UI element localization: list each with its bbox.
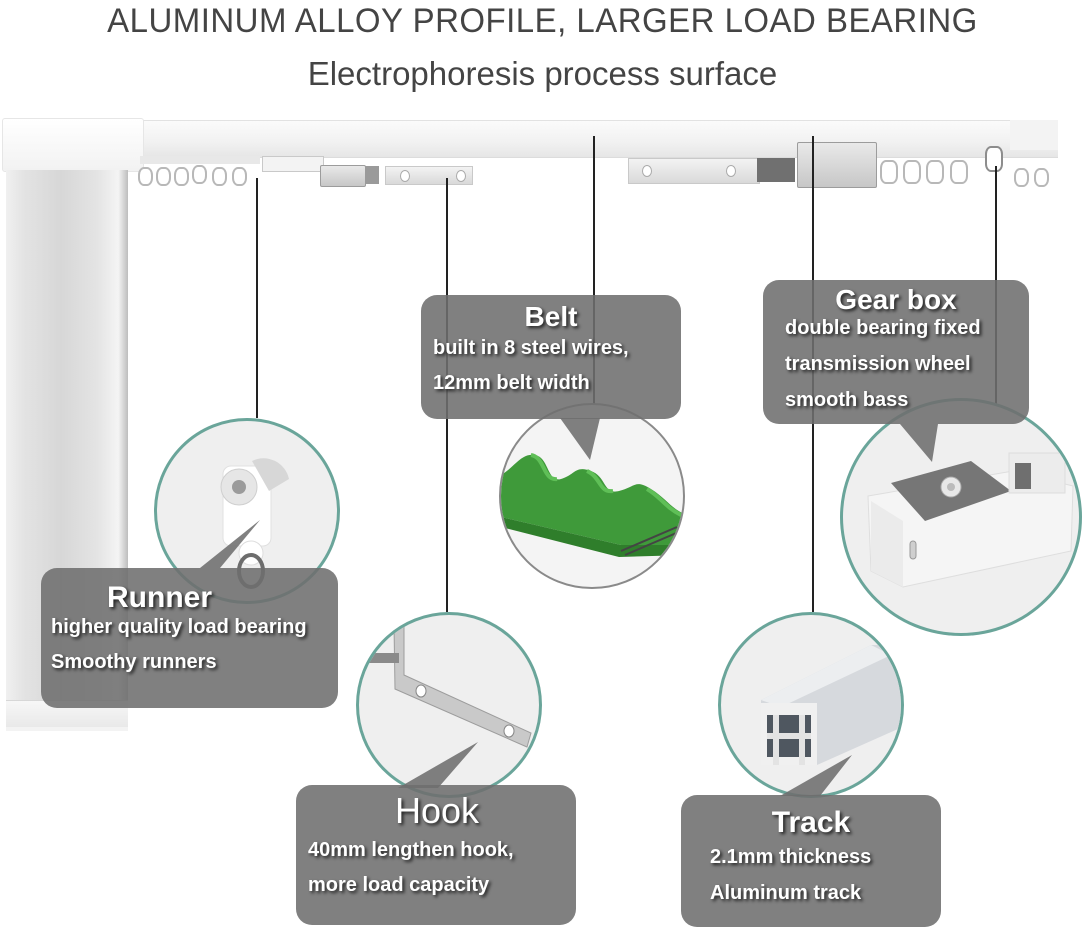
belt-title: Belt — [524, 301, 578, 332]
hook-plate-long — [385, 166, 473, 185]
track-detail-circle — [718, 612, 904, 798]
gearbox-line-3: smooth bass — [785, 389, 909, 411]
runner-ring — [926, 160, 944, 184]
runner-ring — [192, 165, 207, 184]
end-stopper-ring — [985, 146, 1003, 172]
belt-line-2: 12mm belt width — [433, 372, 590, 394]
runner-leader-line — [256, 178, 258, 418]
runner-line-1: higher quality load bearing — [51, 616, 307, 638]
track-line-1: 2.1mm thickness — [710, 846, 872, 868]
motor-cap — [2, 118, 144, 172]
track-rail — [8, 120, 1058, 158]
track-icon — [761, 645, 901, 765]
track-callout: Track 2.1mm thickness Aluminum track — [681, 795, 941, 927]
runner-ring — [156, 167, 171, 186]
gearbox-detail-circle — [840, 398, 1082, 636]
hook-bracket — [320, 165, 366, 187]
hook-title: Hook — [394, 790, 480, 831]
hook-line-1: 40mm lengthen hook, — [308, 839, 514, 861]
hook-plate — [262, 156, 324, 172]
hook-icon — [369, 624, 532, 748]
carrier-joint — [757, 158, 795, 182]
belt-icon — [501, 453, 683, 557]
hook-detail-circle — [356, 612, 542, 798]
belt-leader-line — [593, 136, 595, 408]
track-end-cap — [1010, 120, 1058, 150]
runner-ring — [212, 167, 227, 186]
hook-line-2: more load capacity — [308, 874, 490, 896]
hook-callout: Hook 40mm lengthen hook, more load capac… — [296, 785, 576, 925]
runner-ring — [1014, 168, 1029, 187]
runner-ring — [232, 167, 247, 186]
track-line-2: Aluminum track — [710, 882, 862, 904]
runner-title: Runner — [107, 581, 212, 614]
track-title: Track — [771, 806, 851, 839]
runner-ring — [174, 167, 189, 186]
runner-line-2: Smoothy runners — [51, 651, 217, 673]
runner-ring — [138, 167, 153, 186]
runner-ring — [903, 160, 921, 184]
belt-callout: Belt built in 8 steel wires, 12mm belt w… — [421, 295, 681, 419]
runner-ring — [950, 160, 968, 184]
page-subtitle: Electrophoresis process surface — [307, 55, 778, 92]
belt-line-1: built in 8 steel wires, — [433, 337, 629, 359]
gearbox-title: Gear box — [835, 284, 957, 315]
gearbox-icon — [867, 452, 1074, 588]
runner-strip — [140, 156, 260, 164]
gearbox-callout: Gear box double bearing fixed transmissi… — [763, 280, 1029, 424]
gearbox-line-1: double bearing fixed — [785, 317, 981, 339]
runner-ring — [880, 160, 898, 184]
page-title: ALUMINUM ALLOY PROFILE, LARGER LOAD BEAR… — [107, 2, 978, 40]
master-carrier-plate — [628, 158, 760, 184]
runner-callout: Runner higher quality load bearing Smoot… — [41, 568, 338, 708]
belt-detail-circle — [499, 403, 685, 589]
gearbox-bracket — [797, 142, 877, 188]
runner-ring — [1034, 168, 1049, 187]
hook-joint — [365, 166, 379, 184]
gearbox-line-2: transmission wheel — [785, 353, 971, 375]
